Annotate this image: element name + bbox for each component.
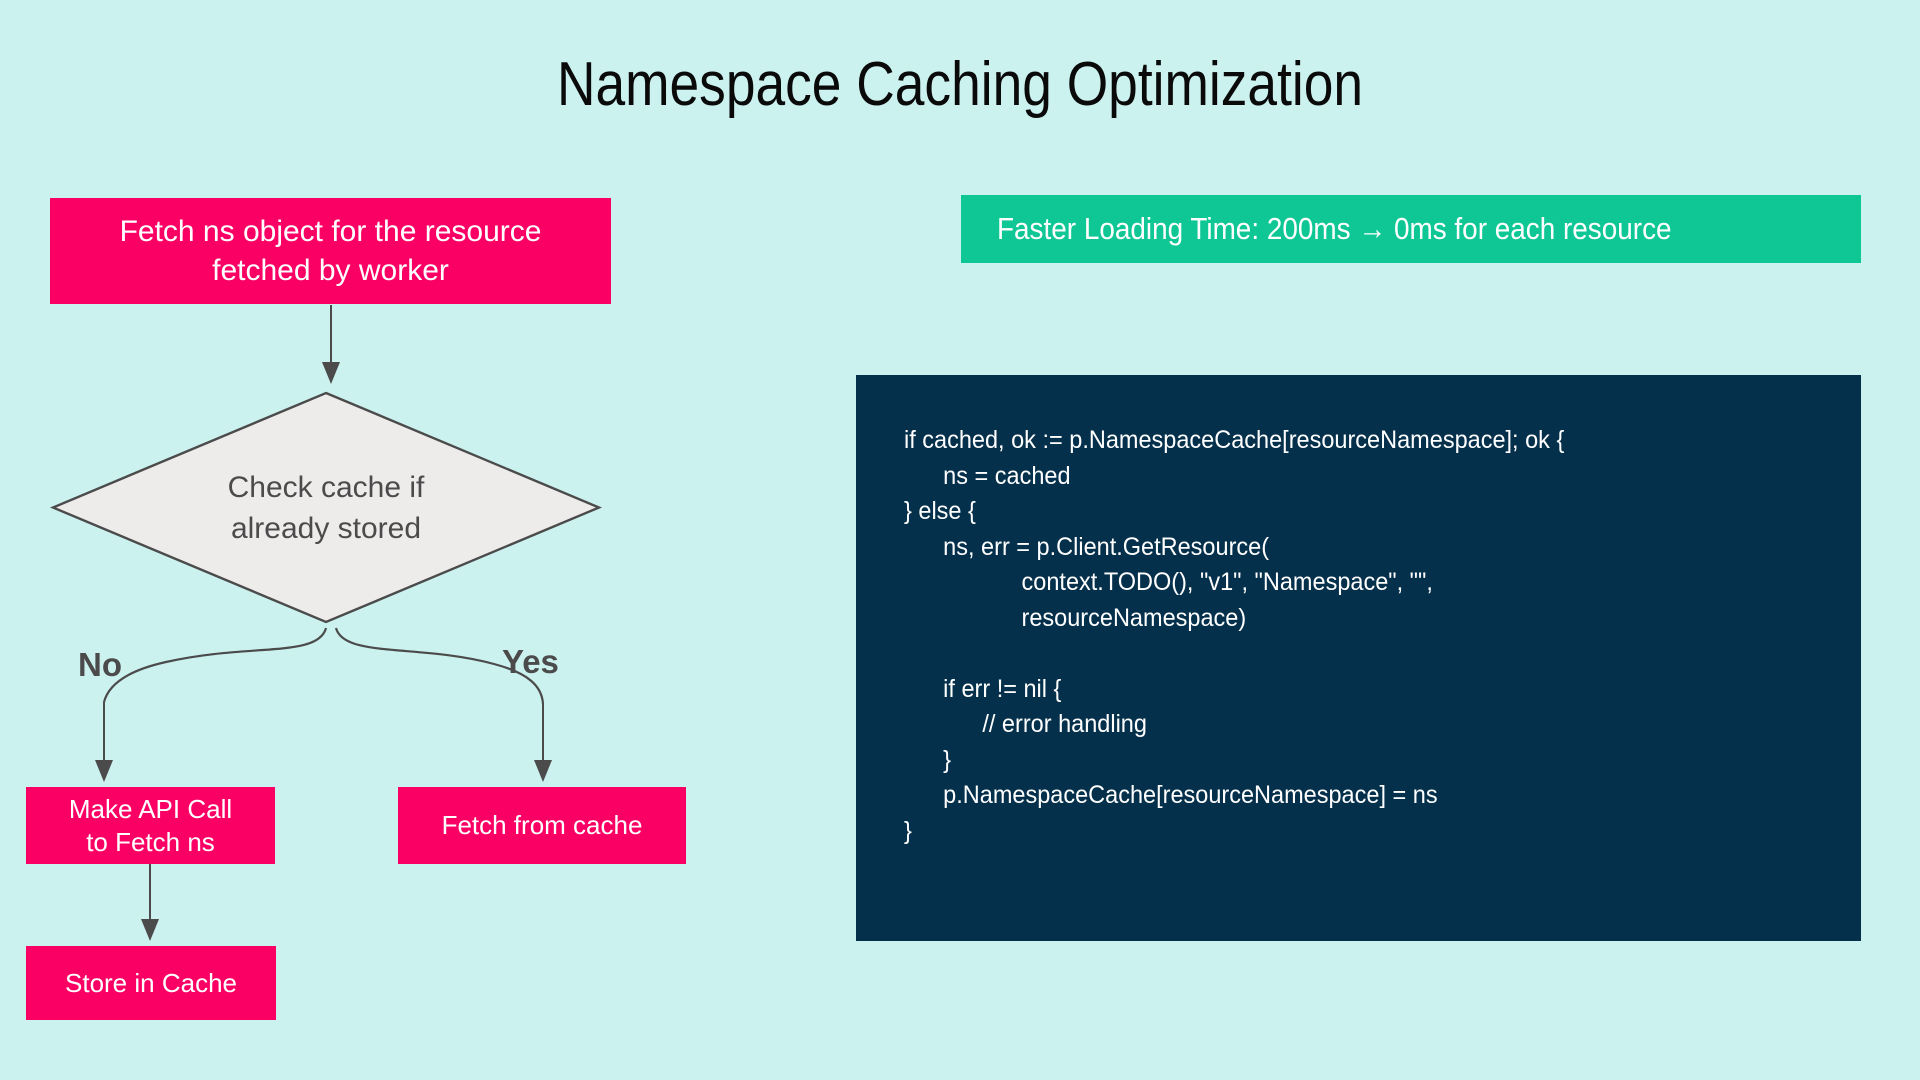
page-title: Namespace Caching Optimization <box>556 50 1364 119</box>
flow-node-fetch-ns-label: Fetch ns object for the resource fetched… <box>119 215 542 287</box>
code-block: if cached, ok := p.NamespaceCache[resour… <box>904 426 1565 845</box>
branch-label-no: No <box>78 646 122 683</box>
flow-node-store-in-cache[interactable]: Store in Cache <box>26 946 276 1020</box>
flow-node-make-api-call[interactable]: Make API Call to Fetch ns <box>26 787 275 864</box>
flow-node-fetch-from-cache-label: Fetch from cache <box>441 810 643 840</box>
highlight-banner-text: Faster Loading Time: 200ms → 0ms for eac… <box>997 211 1672 246</box>
code-panel: if cached, ok := p.NamespaceCache[resour… <box>856 375 1861 941</box>
branch-label-yes: Yes <box>502 643 559 680</box>
flow-node-make-api-call-label: Make API Call to Fetch ns <box>68 793 233 857</box>
diamond-shape <box>50 391 602 624</box>
flow-node-check-cache[interactable]: Check cache if already stored <box>50 390 602 625</box>
connector-fetch-to-decision <box>322 305 340 384</box>
flow-node-store-in-cache-label: Store in Cache <box>65 967 237 998</box>
flow-node-check-cache-label: Check cache if already stored <box>227 470 425 545</box>
flow-node-fetch-ns[interactable]: Fetch ns object for the resource fetched… <box>50 198 611 304</box>
connector-api-to-store <box>141 864 159 941</box>
connector-decision-no <box>95 627 328 782</box>
highlight-banner: Faster Loading Time: 200ms → 0ms for eac… <box>961 195 1861 263</box>
flow-node-fetch-from-cache[interactable]: Fetch from cache <box>398 787 686 864</box>
